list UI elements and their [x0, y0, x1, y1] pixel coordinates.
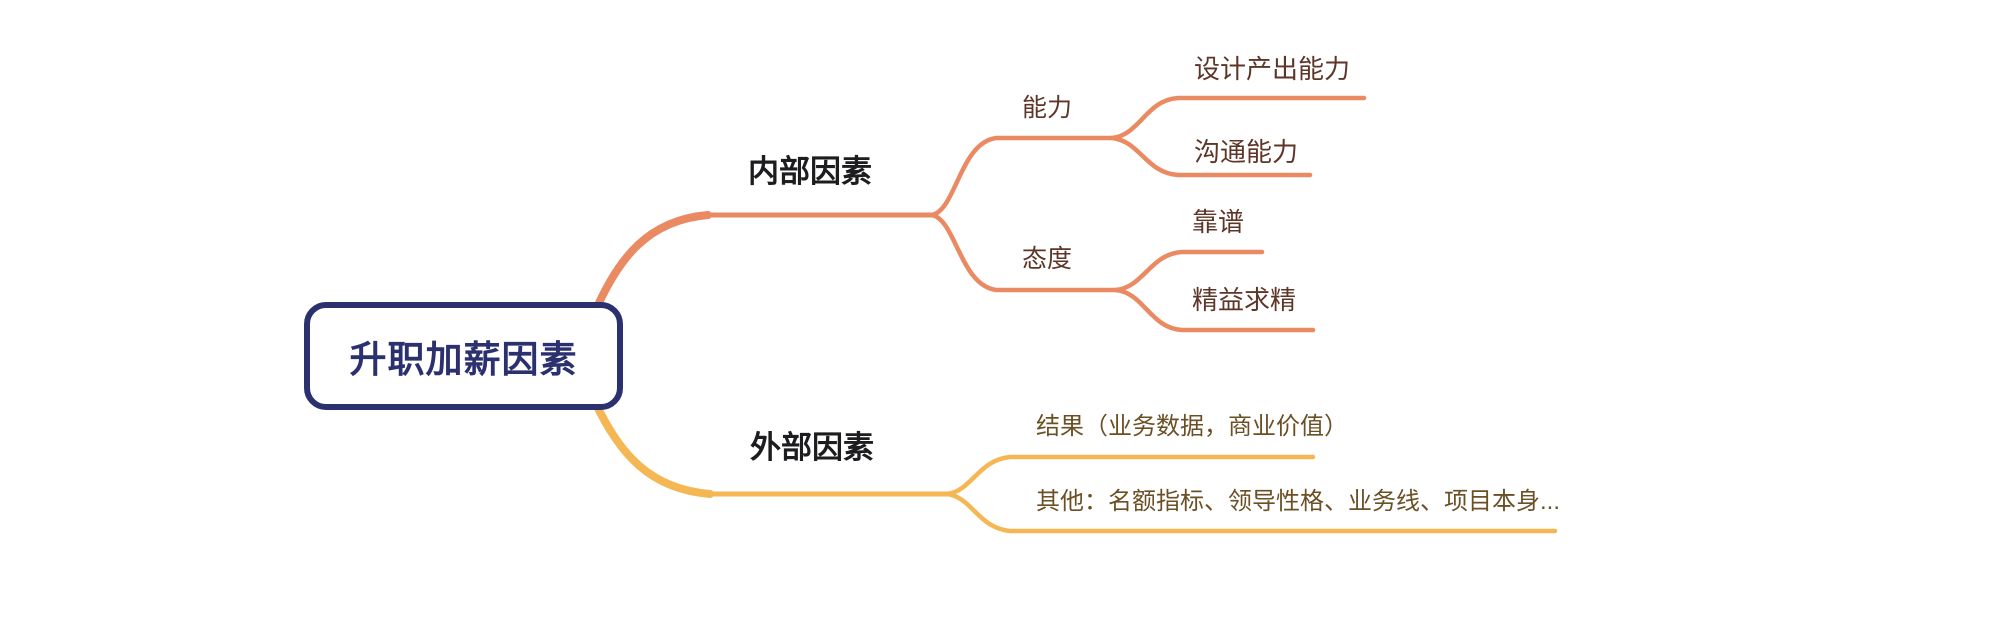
branch-node-internal[interactable]: 内部因素	[748, 154, 872, 189]
communication-connector-line	[1109, 135, 1313, 178]
external-branch-lines	[590, 396, 1558, 534]
root-node-label: 升职加薪因素	[349, 339, 578, 380]
node-attitude[interactable]: 态度	[1022, 245, 1073, 273]
internal-root-curve	[590, 211, 712, 318]
results-connector-line	[944, 454, 1316, 497]
node-ability[interactable]: 能力	[1022, 94, 1073, 122]
node-reliable[interactable]: 靠谱	[1192, 207, 1245, 237]
node-communication[interactable]: 沟通能力	[1194, 137, 1299, 167]
attitude-connector-line	[929, 212, 1119, 293]
design-output-connector-line	[1109, 95, 1367, 141]
node-design-output[interactable]: 设计产出能力	[1194, 54, 1351, 84]
others-connector-line	[944, 491, 1558, 534]
ability-connector-line	[929, 135, 1115, 218]
node-excellence[interactable]: 精益求精	[1192, 285, 1297, 315]
root-node[interactable]: 升职加薪因素	[304, 302, 623, 410]
excellence-connector-line	[1113, 287, 1316, 333]
node-results[interactable]: 结果（业务数据，商业价值）	[1036, 413, 1348, 440]
internal-branch-lines	[590, 95, 1367, 333]
reliable-connector-line	[1113, 249, 1265, 293]
branch-node-external[interactable]: 外部因素	[750, 430, 874, 465]
external-root-curve	[590, 396, 714, 498]
node-others[interactable]: 其他：名额指标、领导性格、业务线、项目本身...	[1036, 488, 1561, 515]
